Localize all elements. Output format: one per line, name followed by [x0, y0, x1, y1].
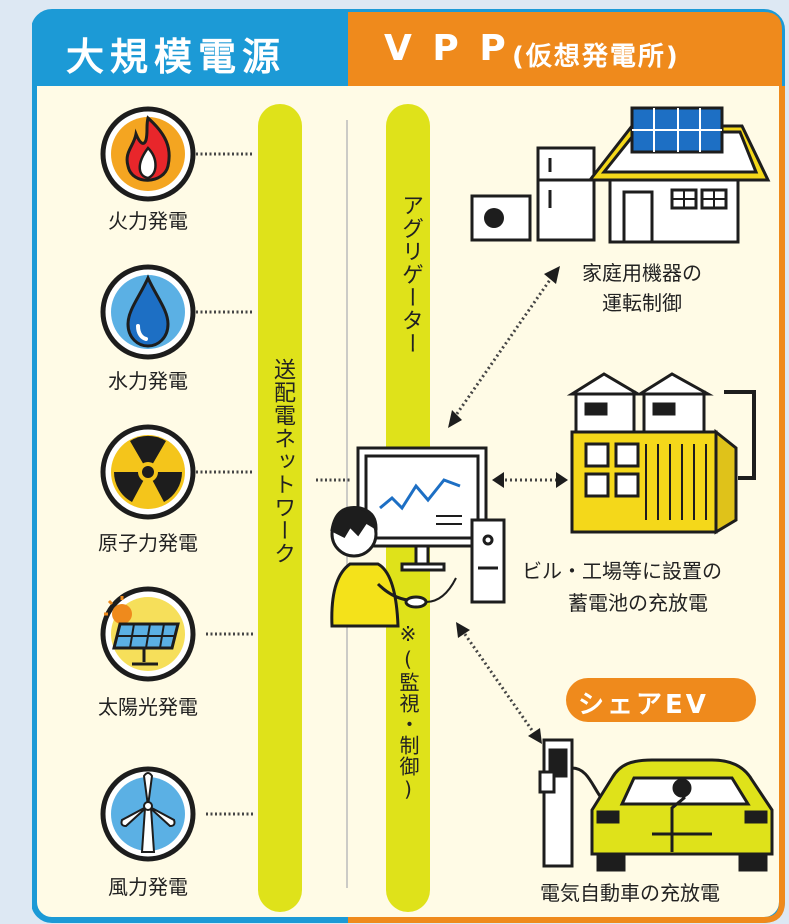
diagram-graphics	[32, 9, 785, 923]
right-header-subtitle: (仮想発電所)	[512, 42, 680, 72]
source-label-hydro: 水力発電	[108, 369, 188, 393]
share-ev-badge-bg	[566, 678, 756, 722]
aggregator-operator-icon	[330, 446, 506, 628]
ev-charging-icon	[538, 738, 774, 872]
source-label-thermal: 火力発電	[108, 209, 188, 233]
arrow-heads	[448, 266, 568, 744]
aggregator-note: ※(監視・制御)	[396, 622, 420, 802]
aggregator-label: アグリゲーター	[398, 194, 423, 355]
right-header-bar	[348, 12, 782, 86]
vpp-diagram: 大規模電源 V P P (仮想発電所) 火力発電 水力発電 原子力発電 太陽光発…	[32, 8, 789, 924]
home-label-line1: 家庭用機器の	[582, 261, 702, 285]
source-connectors	[196, 152, 352, 816]
solar-panel-icon	[100, 586, 196, 682]
fire-icon	[100, 106, 196, 202]
radiation-icon	[100, 424, 196, 520]
storage-label-line2: 蓄電池の充放電	[568, 591, 708, 615]
wind-turbine-icon	[100, 766, 196, 862]
source-label-wind: 風力発電	[108, 875, 188, 899]
water-drop-icon	[100, 264, 196, 360]
grid-network-label: 送配電ネットワーク	[270, 358, 295, 565]
grid-pillar	[258, 104, 302, 912]
left-header-title: 大規模電源	[66, 35, 287, 79]
storage-battery-icon	[566, 372, 756, 535]
right-header-vpp: V P P	[384, 28, 510, 69]
home-label-line2: 運転制御	[602, 291, 682, 315]
ev-label: 電気自動車の充放電	[540, 881, 720, 905]
home-appliances-icon	[470, 106, 771, 244]
source-label-solar: 太陽光発電	[98, 695, 198, 719]
share-ev-badge: シェアEV	[578, 690, 709, 720]
control-arrows	[452, 273, 560, 737]
storage-label-line1: ビル・工場等に設置の	[522, 559, 722, 583]
source-label-nuclear: 原子力発電	[98, 531, 198, 555]
left-header-bar	[34, 12, 348, 86]
